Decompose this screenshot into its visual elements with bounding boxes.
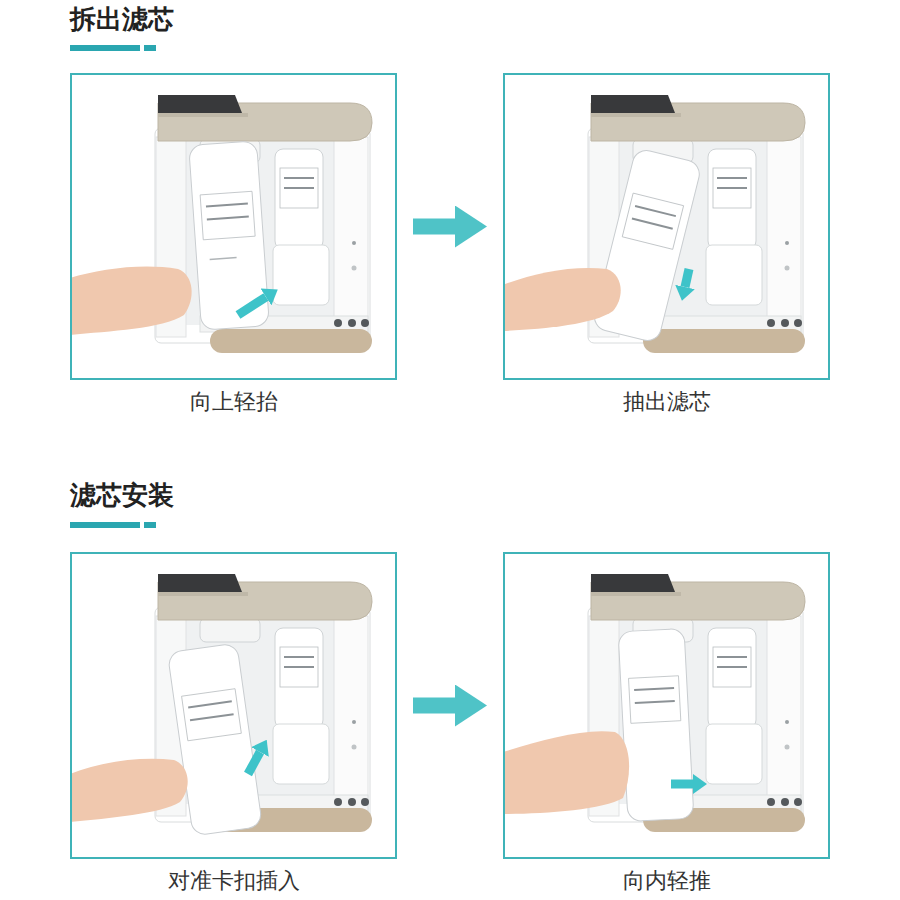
purifier-figure [503,95,805,353]
step-caption: 抽出滤芯 [485,388,848,417]
caption-group: 向内轻推 [485,867,848,896]
step-arrow [413,219,455,235]
step-caption: 向内轻推 [485,867,848,896]
step-panel: 抽出滤芯 [503,73,830,380]
step-panel: 对准卡扣插入 [70,552,397,859]
caption-group: 抽出滤芯 [485,388,848,417]
heading-bar [70,45,140,51]
purifier-figure [503,574,805,832]
step-panel: 向上轻抬 [70,73,397,380]
purifier-figure [70,574,372,836]
heading-bar [70,522,140,528]
caption-group: 对准卡扣插入 [52,867,415,896]
step-arrow [413,698,455,714]
heading-bar [144,45,156,51]
heading-bar [144,522,156,528]
caption-group: 向上轻抬 [52,388,415,417]
step-panel: 向内轻推 [503,552,830,859]
step-caption: 对准卡扣插入 [52,867,415,896]
section-heading: 拆出滤芯 [70,4,174,35]
section-heading: 滤芯安装 [70,480,174,511]
step-caption: 向上轻抬 [52,388,415,417]
purifier-figure [70,95,372,353]
